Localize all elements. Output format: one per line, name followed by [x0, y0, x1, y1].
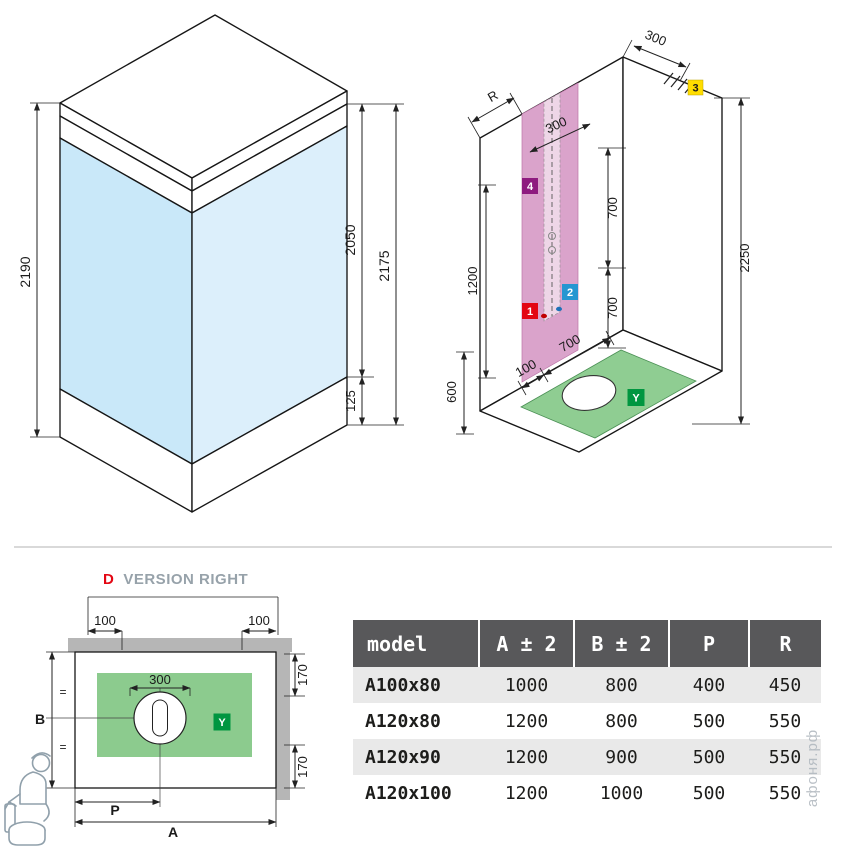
table-header-b: B ± 2: [573, 620, 669, 667]
dim-2190: 2190: [17, 256, 33, 287]
value-cell: 500: [692, 746, 726, 768]
dim-170-top: 170: [295, 664, 310, 686]
value-cell: 500: [692, 710, 726, 732]
table-header-row: model A ± 2 B ± 2 P R: [353, 620, 821, 667]
label-B: B: [35, 711, 45, 727]
plan-title: D VERSION RIGHT: [103, 571, 248, 588]
table-header-r: R: [748, 620, 821, 667]
plumber-logo-watermark: [4, 752, 51, 846]
dim-R: R: [485, 87, 501, 105]
value-cell: 1000: [504, 674, 549, 696]
table-header-p: P: [668, 620, 749, 667]
table-row: A120x90 1200 900 500 550: [353, 739, 821, 775]
value-cell: 1200: [504, 746, 549, 768]
site-watermark: афоня.рф: [804, 728, 821, 808]
plan-marker-y-badge: Y: [218, 717, 226, 729]
dim-700-upper: 700: [605, 197, 620, 219]
value-cell: 1200: [504, 710, 549, 732]
table-header-model: model: [353, 620, 479, 667]
model-cell: A120x90: [365, 746, 441, 768]
table-row: A120x100 1200 1000 500 550: [353, 775, 821, 811]
dim-100-right: 100: [248, 613, 270, 628]
equal-mark-top: =: [59, 685, 66, 699]
version-letter: D: [103, 571, 115, 588]
plan-dimensions: 100 100 300 = = B P A: [35, 596, 310, 840]
value-cell: 800: [605, 710, 638, 732]
dim-125: 125: [343, 390, 358, 412]
dim-100-left: 100: [94, 613, 116, 628]
dim-1200: 1200: [465, 267, 480, 296]
value-cell: 800: [605, 674, 638, 696]
dim-2250: 2250: [737, 244, 752, 273]
plan-walls: [68, 638, 292, 800]
plan-drawing: Y 100 100 300 = = B: [35, 596, 310, 840]
dim-700-lower: 700: [605, 297, 620, 319]
marker-2-badge: 2: [567, 287, 573, 299]
cabin-isometric-drawing: 2190 2050 125 2175: [17, 14, 404, 513]
niche-walls-floor: [479, 56, 723, 453]
drain-hole: [561, 375, 617, 411]
dim-2175: 2175: [376, 250, 392, 281]
cabin-body: [59, 14, 348, 513]
dim-600: 600: [444, 381, 459, 403]
equal-mark-bottom: =: [59, 740, 66, 754]
value-cell: 900: [605, 746, 638, 768]
label-P: P: [110, 802, 119, 818]
connection-markers: 4 1 2 3 Y: [522, 79, 704, 406]
label-A: A: [168, 824, 178, 840]
model-cell: A120x80: [365, 710, 441, 732]
value-cell: 400: [692, 674, 726, 696]
value-cell: 500: [692, 782, 726, 804]
dim-300: 300: [149, 672, 171, 687]
marker-3-badge: 3: [692, 83, 698, 95]
installation-isometric-drawing: R 300 300 700 700 1200 6: [444, 27, 752, 453]
marker-y-badge: Y: [632, 393, 640, 405]
marker-1-badge: 1: [527, 306, 533, 318]
version-label: VERSION RIGHT: [123, 571, 249, 588]
section-divider: [14, 546, 832, 548]
dim-2050: 2050: [342, 224, 358, 255]
model-cell: A100x80: [365, 674, 441, 696]
table-row: A120x80 1200 800 500 550: [353, 703, 821, 739]
marker-4-badge: 4: [527, 181, 534, 193]
table-header-a: A ± 2: [478, 620, 574, 667]
value-cell: 550: [768, 746, 802, 768]
model-cell: A120x100: [365, 782, 452, 804]
value-cell: 1200: [504, 782, 549, 804]
value-cell: 450: [768, 674, 802, 696]
value-cell: 550: [768, 710, 802, 732]
dim-170-bottom: 170: [295, 756, 310, 778]
dim-300-wall: 300: [643, 27, 669, 49]
cabin-dimensions: 2190 2050 125 2175: [17, 102, 404, 438]
value-cell: 550: [768, 782, 802, 804]
plan-cabin: Y: [46, 651, 277, 807]
value-cell: 1000: [599, 782, 644, 804]
table-row: A100x80 1000 800 400 450: [353, 667, 821, 703]
spec-table: model A ± 2 B ± 2 P R A100x80 1000 800 4…: [353, 620, 821, 811]
